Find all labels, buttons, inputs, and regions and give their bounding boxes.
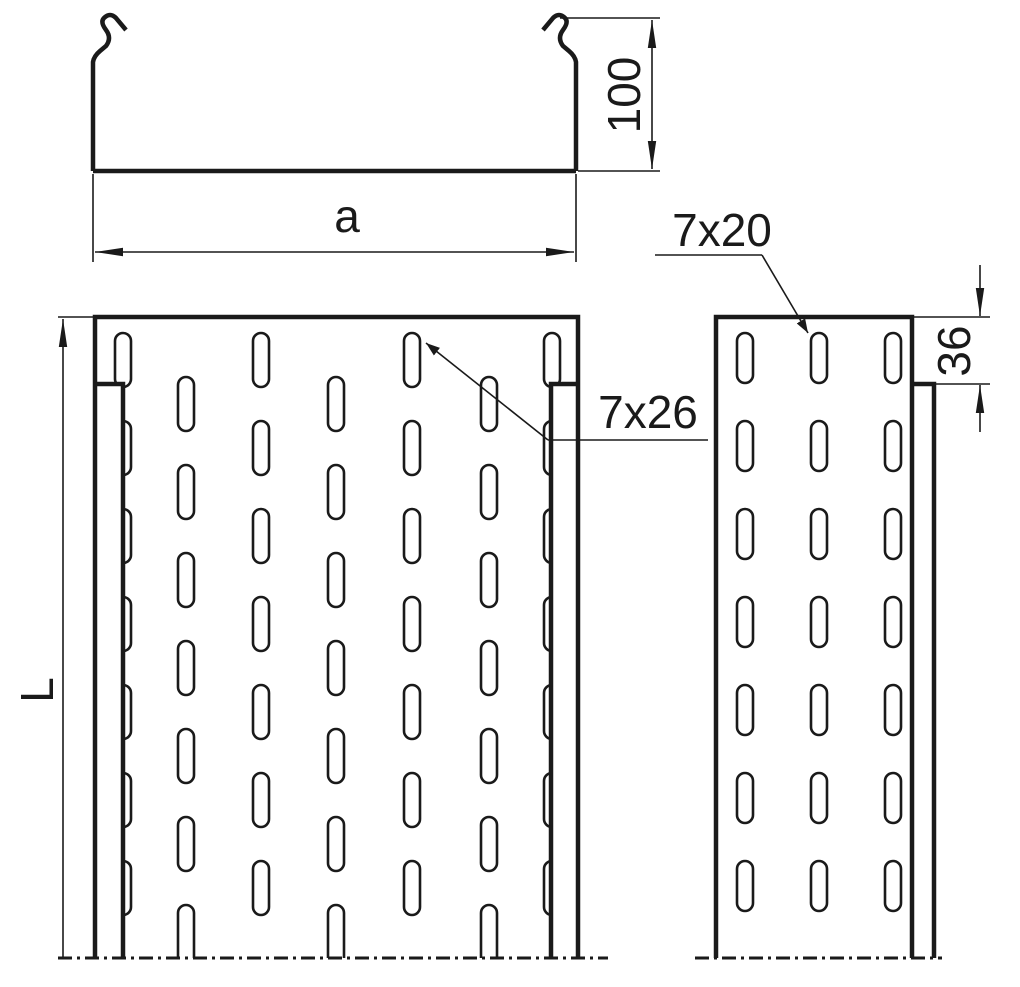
bottom-view bbox=[92, 314, 581, 958]
bottom-slot bbox=[176, 815, 196, 873]
side-slot bbox=[735, 419, 755, 473]
bottom-slot bbox=[251, 507, 271, 565]
width-dimension: a bbox=[92, 174, 577, 262]
bottom-slot bbox=[479, 815, 499, 873]
bottom-slot bbox=[479, 463, 499, 521]
side-slot bbox=[809, 507, 829, 561]
bottom-slot bbox=[113, 331, 133, 389]
side-slot-callout: 7x20 bbox=[655, 204, 809, 334]
bottom-slot bbox=[479, 727, 499, 785]
bottom-slot-partial bbox=[479, 903, 499, 958]
bottom-slot bbox=[326, 815, 346, 873]
bottom-slot bbox=[326, 551, 346, 609]
side-slot bbox=[883, 595, 903, 649]
side-slot bbox=[809, 771, 829, 825]
bottom-slot bbox=[402, 507, 422, 565]
side-slot bbox=[883, 419, 903, 473]
bottom-slot bbox=[326, 639, 346, 697]
cross-section-profile bbox=[90, 12, 579, 174]
side-slot bbox=[883, 331, 903, 385]
bottom-slot bbox=[479, 375, 499, 433]
bottom-slot bbox=[479, 639, 499, 697]
side-slot bbox=[735, 683, 755, 737]
bottom-slot bbox=[402, 419, 422, 477]
bottom-slot bbox=[402, 859, 422, 917]
slot-offset-label: 36 bbox=[928, 325, 980, 376]
bottom-slot bbox=[326, 727, 346, 785]
bottom-slot bbox=[402, 683, 422, 741]
side-slot bbox=[735, 595, 755, 649]
slot-offset-dimension: 36 bbox=[914, 265, 990, 432]
bottom-slot bbox=[542, 331, 562, 389]
length-dimension: L bbox=[11, 316, 95, 958]
bottom-slot bbox=[326, 463, 346, 521]
width-dimension-label: a bbox=[334, 190, 360, 242]
bottom-slot-callout: 7x26 bbox=[425, 342, 708, 441]
profile-left-wall-hook bbox=[90, 12, 128, 171]
bottom-slot bbox=[402, 331, 422, 389]
side-slot bbox=[809, 419, 829, 473]
side-flange bbox=[912, 381, 937, 958]
side-slot bbox=[735, 331, 755, 385]
side-slot-label: 7x20 bbox=[672, 204, 772, 256]
bottom-slot bbox=[251, 859, 271, 917]
side-slot bbox=[883, 859, 903, 913]
bottom-slot-label: 7x26 bbox=[598, 386, 698, 438]
bottom-slot bbox=[402, 771, 422, 829]
side-slot bbox=[735, 771, 755, 825]
bottom-slot bbox=[176, 551, 196, 609]
side-slot bbox=[809, 859, 829, 913]
side-slot bbox=[883, 771, 903, 825]
bottom-slot bbox=[479, 551, 499, 609]
bottom-slot-partial bbox=[326, 903, 346, 958]
length-dimension-label: L bbox=[11, 677, 63, 703]
side-slot bbox=[735, 859, 755, 913]
height-dimension: 100 bbox=[560, 17, 660, 172]
bottom-view-outline bbox=[92, 314, 581, 958]
side-slot bbox=[809, 331, 829, 385]
height-dimension-label: 100 bbox=[598, 57, 650, 134]
side-slot bbox=[809, 595, 829, 649]
bottom-view-slots bbox=[113, 331, 562, 958]
side-slot bbox=[883, 507, 903, 561]
bottom-slot bbox=[176, 727, 196, 785]
bottom-slot bbox=[251, 771, 271, 829]
bottom-slot-partial bbox=[176, 903, 196, 958]
left-flange bbox=[95, 381, 126, 958]
side-slot bbox=[883, 683, 903, 737]
bottom-slot bbox=[251, 419, 271, 477]
profile-right-wall-hook bbox=[541, 12, 579, 171]
right-flange bbox=[548, 381, 578, 958]
side-view bbox=[713, 314, 937, 958]
side-view-slots bbox=[735, 331, 903, 913]
bottom-slot bbox=[176, 463, 196, 521]
side-view-outline bbox=[713, 314, 915, 958]
side-slot bbox=[809, 683, 829, 737]
bottom-slot bbox=[251, 595, 271, 653]
bottom-slot bbox=[176, 375, 196, 433]
bottom-slot bbox=[251, 683, 271, 741]
side-slot bbox=[735, 507, 755, 561]
bottom-slot bbox=[326, 375, 346, 433]
bottom-slot bbox=[251, 331, 271, 389]
bottom-slot bbox=[176, 639, 196, 697]
bottom-slot bbox=[402, 595, 422, 653]
